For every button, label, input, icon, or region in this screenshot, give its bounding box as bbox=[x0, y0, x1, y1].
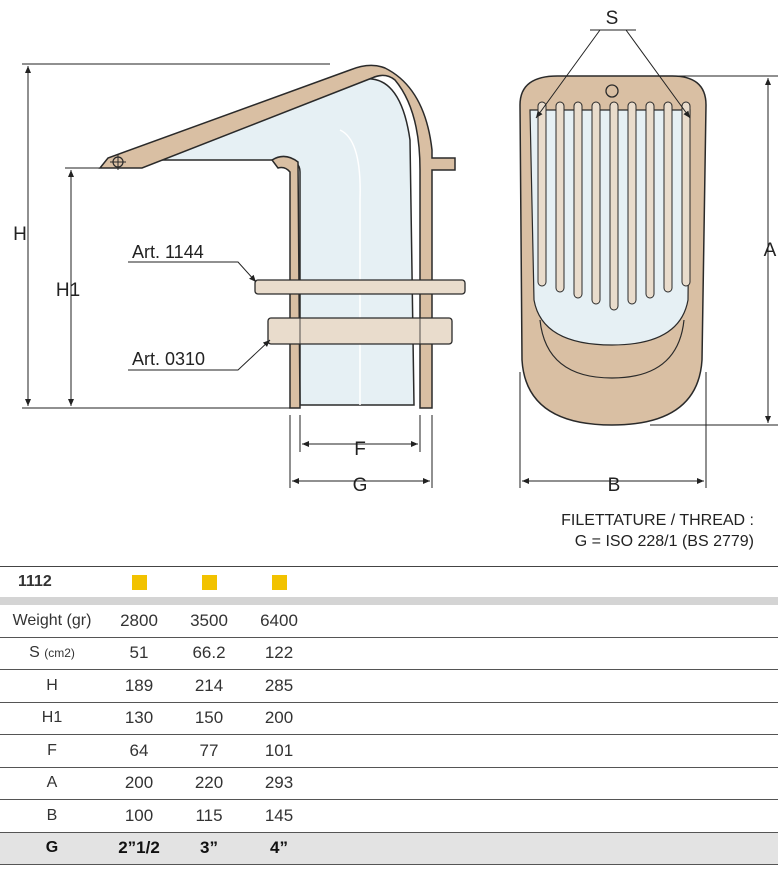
cell: 4” bbox=[244, 831, 314, 865]
nut-art-0310 bbox=[267, 317, 453, 345]
screw-hole bbox=[605, 84, 619, 98]
table-row: H 189 214 285 bbox=[0, 669, 778, 702]
table-header-row: 1112 bbox=[0, 566, 778, 597]
table-row: G 2”1/2 3” 4” bbox=[0, 831, 778, 865]
grille-bars bbox=[537, 101, 691, 311]
grille-bar bbox=[627, 101, 637, 305]
side-dimensions bbox=[22, 63, 433, 488]
cell: 200 bbox=[104, 766, 174, 800]
row-label: Weight (gr) bbox=[12, 611, 92, 629]
cell: 51 bbox=[104, 636, 174, 670]
row-label: B bbox=[0, 799, 104, 832]
cell: 145 bbox=[244, 799, 314, 832]
table-row: B 100 115 145 bbox=[0, 799, 778, 832]
label-h: H bbox=[13, 224, 27, 245]
cell: 150 bbox=[174, 701, 244, 735]
table-row: Weight (gr) 2800 3500 6400 bbox=[0, 605, 778, 637]
cell: 189 bbox=[104, 669, 174, 702]
row-label: S (cm2) bbox=[0, 636, 104, 670]
cell: 66.2 bbox=[174, 636, 244, 670]
cell: 2”1/2 bbox=[104, 831, 174, 865]
cell: 200 bbox=[244, 701, 314, 735]
grille-bar bbox=[537, 101, 547, 287]
model-number: 1112 bbox=[0, 566, 104, 597]
cell: 100 bbox=[104, 799, 174, 832]
label-a: A bbox=[764, 240, 777, 261]
row-label: H bbox=[0, 669, 104, 702]
table-row: H1 130 150 200 bbox=[0, 701, 778, 735]
cell: 285 bbox=[244, 669, 314, 702]
grille-bar bbox=[609, 101, 619, 311]
grille-bar bbox=[573, 101, 583, 299]
cell: 122 bbox=[244, 636, 314, 670]
label-g: G bbox=[353, 475, 368, 496]
washer-art-1144 bbox=[254, 279, 466, 295]
grille-bar bbox=[663, 101, 673, 293]
cell: 6400 bbox=[260, 610, 298, 630]
thread-note-line1: FILETTATURE / THREAD : bbox=[561, 512, 754, 529]
cell: 101 bbox=[244, 734, 314, 767]
label-art-1144: Art. 1144 bbox=[132, 242, 204, 262]
hood-shell bbox=[98, 64, 456, 409]
spec-table: 1112 Weight (gr) 2800 3500 6400 S (cm2) … bbox=[0, 566, 778, 865]
front-dimensions bbox=[519, 29, 778, 488]
front-view bbox=[519, 75, 707, 426]
technical-drawing: H H1 F G S A B Art. 1144 Art. 0310 bbox=[13, 8, 778, 496]
cell: 220 bbox=[174, 766, 244, 800]
grille-bar bbox=[681, 101, 691, 287]
grille-bar bbox=[645, 101, 655, 299]
yellow-swatch-icon bbox=[131, 575, 147, 591]
row-label: G bbox=[0, 831, 104, 865]
thread-note: FILETTATURE / THREAD : G = ISO 228/1 (BS… bbox=[494, 510, 754, 552]
cell: 115 bbox=[174, 799, 244, 832]
cell: 3” bbox=[174, 831, 244, 865]
side-view bbox=[98, 64, 466, 409]
cell: 64 bbox=[104, 734, 174, 767]
table-row: S (cm2) 51 66.2 122 bbox=[0, 636, 778, 670]
thread-note-line2: G = ISO 228/1 (BS 2779) bbox=[574, 533, 754, 550]
cell: 2800 bbox=[120, 610, 158, 630]
table-row: A 200 220 293 bbox=[0, 766, 778, 800]
row-label: A bbox=[0, 766, 104, 800]
label-art-0310: Art. 0310 bbox=[132, 349, 205, 369]
label-s: S bbox=[606, 8, 619, 29]
cell: 130 bbox=[104, 701, 174, 735]
cell: 3500 bbox=[190, 610, 228, 630]
table-separator bbox=[0, 597, 778, 605]
cell: 77 bbox=[174, 734, 244, 767]
cell: 214 bbox=[174, 669, 244, 702]
row-label: H1 bbox=[0, 701, 104, 735]
label-h1: H1 bbox=[56, 280, 80, 301]
yellow-swatch-icon bbox=[201, 575, 217, 591]
label-b: B bbox=[608, 475, 621, 496]
table-row: F 64 77 101 bbox=[0, 734, 778, 767]
yellow-swatch-icon bbox=[271, 575, 287, 591]
grille-bar bbox=[555, 101, 565, 293]
grille-bar bbox=[591, 101, 601, 305]
row-label: F bbox=[0, 734, 104, 767]
cell: 293 bbox=[244, 766, 314, 800]
label-f: F bbox=[354, 439, 366, 460]
